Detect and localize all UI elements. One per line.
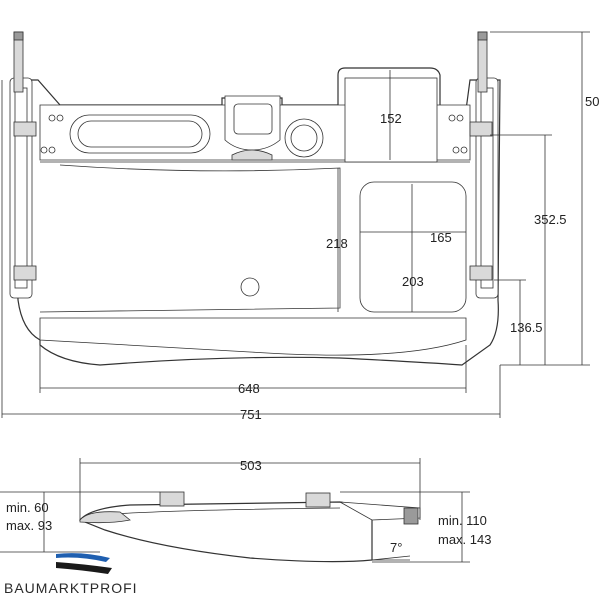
dim-165: 165 <box>430 230 452 245</box>
side-dim-max-right: max. 143 <box>438 532 491 547</box>
left-post-cap <box>13 31 24 41</box>
side-dim-angle: 7° <box>390 540 402 555</box>
dim-751: 751 <box>240 407 262 422</box>
right-rail-inner <box>480 87 494 289</box>
top-view-dimensions: 503 152 352.5 218 165 203 136.5 648 751 <box>1 31 600 422</box>
left-post <box>13 31 24 93</box>
dim-203: 203 <box>402 274 424 289</box>
pen-slot-inner <box>77 120 203 148</box>
dim-503-top: 503 <box>585 94 600 109</box>
top-view <box>9 31 501 366</box>
right-bracket-top <box>469 121 493 137</box>
right-post-cap <box>477 31 488 41</box>
right-bracket-bottom <box>469 265 493 281</box>
screw-hole <box>452 146 460 154</box>
cup-well-inner <box>290 124 318 152</box>
mouse-holder-base <box>231 149 273 161</box>
screw-hole <box>40 146 48 154</box>
side-body <box>79 501 373 563</box>
right-compartment <box>344 77 438 163</box>
side-dim-503: 503 <box>240 458 262 473</box>
dim-218: 218 <box>326 236 348 251</box>
side-view-dimensions: 503 min. 60 max. 93 min. 110 max. 143 7° <box>0 458 491 563</box>
side-bracket-left <box>159 491 185 507</box>
cable-hole <box>240 277 260 297</box>
mouse-holder-inner <box>233 103 273 135</box>
logo-text: BAUMARKTPROFI <box>4 580 138 596</box>
left-bracket-bottom <box>13 265 37 281</box>
side-dim-max-left: max. 93 <box>6 518 52 533</box>
dim-152: 152 <box>380 111 402 126</box>
screw-hole <box>460 146 468 154</box>
left-rail-inner <box>14 87 28 289</box>
left-bracket-top <box>13 121 37 137</box>
keyboard-area <box>39 164 341 313</box>
side-bracket-right <box>305 492 331 508</box>
dim-136-5: 136.5 <box>510 320 543 335</box>
side-dim-min-left: min. 60 <box>6 500 49 515</box>
logo-swoosh-dark <box>56 562 112 574</box>
screw-hole <box>48 146 56 154</box>
dim-648: 648 <box>238 381 260 396</box>
palm-rest <box>39 317 467 356</box>
logo-graphic <box>56 553 112 574</box>
mouse-pad <box>359 181 467 313</box>
side-palm-nose <box>79 511 131 524</box>
side-dim-min-right: min. 110 <box>438 513 487 528</box>
screw-hole <box>448 114 456 122</box>
side-view <box>79 491 421 563</box>
logo-swoosh-blue <box>56 553 110 562</box>
screw-hole <box>48 114 56 122</box>
dim-352-5: 352.5 <box>534 212 567 227</box>
side-rail-end <box>403 507 419 525</box>
screw-hole <box>456 114 464 122</box>
right-post <box>477 31 488 93</box>
screw-hole <box>56 114 64 122</box>
